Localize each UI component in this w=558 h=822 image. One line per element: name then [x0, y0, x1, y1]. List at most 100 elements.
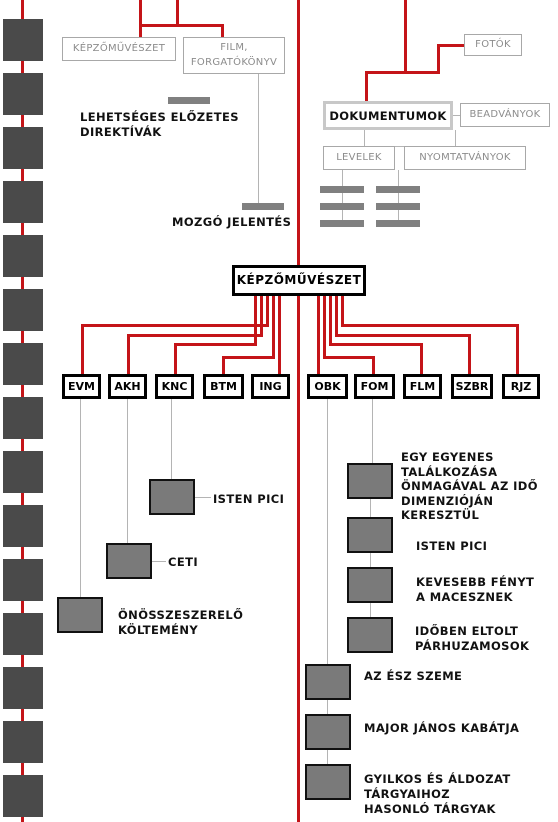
film-frame — [3, 775, 43, 817]
report-bar — [242, 203, 284, 210]
connector — [370, 603, 371, 617]
connector — [127, 399, 128, 543]
film-frame — [3, 343, 43, 385]
letters-bar — [320, 220, 364, 227]
connector — [404, 0, 407, 74]
center-node-kepzomuveszet: KÉPZŐMŰVÉSZET — [232, 265, 366, 296]
connector — [364, 130, 365, 147]
connector — [329, 343, 423, 346]
film-frame — [3, 127, 43, 169]
label-report: MOZGÓ JELENTÉS — [172, 215, 292, 229]
connector — [171, 399, 172, 479]
connector — [80, 399, 81, 597]
film-frame — [3, 667, 43, 709]
film-frame — [3, 19, 43, 61]
connector — [174, 343, 257, 346]
connector — [420, 343, 423, 374]
connector — [327, 750, 328, 764]
connector — [222, 356, 275, 359]
connector — [468, 334, 471, 374]
work-label-az-esz-szeme: AZ ÉSZ SZEME — [364, 669, 463, 683]
box-levelek: LEVELEK — [323, 146, 395, 170]
connector — [437, 44, 440, 74]
connector — [139, 0, 142, 26]
connector — [127, 334, 263, 337]
prints-bar — [376, 186, 420, 193]
connector — [327, 399, 328, 666]
film-frame — [3, 721, 43, 763]
connector — [254, 296, 257, 346]
connector — [139, 24, 142, 38]
film-frame — [3, 289, 43, 331]
connector — [139, 24, 224, 27]
category-akh: AKH — [108, 374, 147, 399]
connector — [398, 170, 399, 222]
connector — [335, 334, 471, 337]
work-label-egy-egyenes: EGY EGYENES TALÁLKOZÁSA ÖNMAGÁVAL AZ IDŐ… — [401, 450, 538, 522]
work-label-isten-pici-knc: ISTEN PICI — [213, 492, 285, 506]
box-nyomtatvanyok: NYOMTATVÁNYOK — [404, 146, 526, 170]
connector — [81, 324, 84, 374]
prints-bar — [376, 220, 420, 227]
box-beadvanyok: BEADVÁNYOK — [460, 103, 550, 127]
work-label-ceti: CETI — [168, 555, 199, 569]
connector — [152, 561, 166, 562]
film-frame — [3, 559, 43, 601]
work-thumb-isten-pici-knc — [149, 479, 195, 515]
connector — [81, 324, 269, 327]
category-btm: BTM — [203, 374, 244, 399]
work-thumb-egy-egyenes — [347, 463, 393, 499]
connector — [370, 553, 371, 567]
central-divider — [297, 0, 300, 822]
film-frame — [3, 397, 43, 439]
connector — [372, 356, 375, 374]
work-thumb-major-janos — [305, 714, 351, 750]
box-fotok: FOTÓK — [464, 34, 522, 56]
connector — [342, 170, 343, 222]
connector — [323, 296, 326, 359]
work-thumb-az-esz-szeme — [305, 664, 351, 700]
work-label-major-janos: MAJOR JÁNOS KABÁTJA — [364, 721, 520, 735]
box-dokumentumok: DOKUMENTUMOK — [323, 101, 453, 130]
connector — [127, 334, 130, 374]
category-ing: ING — [251, 374, 290, 399]
letters-bar — [320, 186, 364, 193]
connector — [222, 356, 225, 374]
film-frame — [3, 73, 43, 115]
connector — [370, 499, 371, 517]
connector — [323, 356, 375, 359]
work-thumb-idoben-eltolt — [347, 617, 393, 653]
connector — [278, 296, 281, 374]
connector — [341, 324, 519, 327]
category-szbr: SZBR — [451, 374, 493, 399]
category-fom: FOM — [354, 374, 395, 399]
category-evm: EVM — [62, 374, 101, 399]
connector — [455, 130, 456, 147]
connector — [335, 296, 338, 336]
prints-bar — [376, 203, 420, 210]
work-thumb-gyilkos-es-aldozat — [305, 764, 351, 800]
film-frame — [3, 505, 43, 547]
connector — [341, 296, 344, 327]
connector — [174, 343, 177, 374]
connector — [365, 71, 440, 74]
connector — [266, 296, 269, 327]
letters-bar — [320, 203, 364, 210]
work-thumb-ceti — [106, 543, 152, 579]
connector — [327, 700, 328, 714]
connector — [317, 296, 320, 374]
film-frame — [3, 181, 43, 223]
connector — [453, 115, 460, 116]
work-thumb-onosszeszerelo — [57, 597, 103, 633]
connector — [260, 296, 263, 336]
connector — [195, 497, 211, 498]
film-frame — [3, 613, 43, 655]
work-label-idoben-eltolt: IDŐBEN ELTOLT PÁRHUZAMOSOK — [415, 624, 530, 653]
connector — [221, 24, 224, 38]
category-rjz: RJZ — [502, 374, 540, 399]
box-film-forgatokonyv: FILM, FORGATÓKÖNYV — [183, 37, 285, 74]
connector — [258, 74, 259, 204]
connector — [329, 296, 332, 346]
box-kepzomuveszet-small: KÉPZŐMŰVÉSZET — [62, 37, 176, 61]
